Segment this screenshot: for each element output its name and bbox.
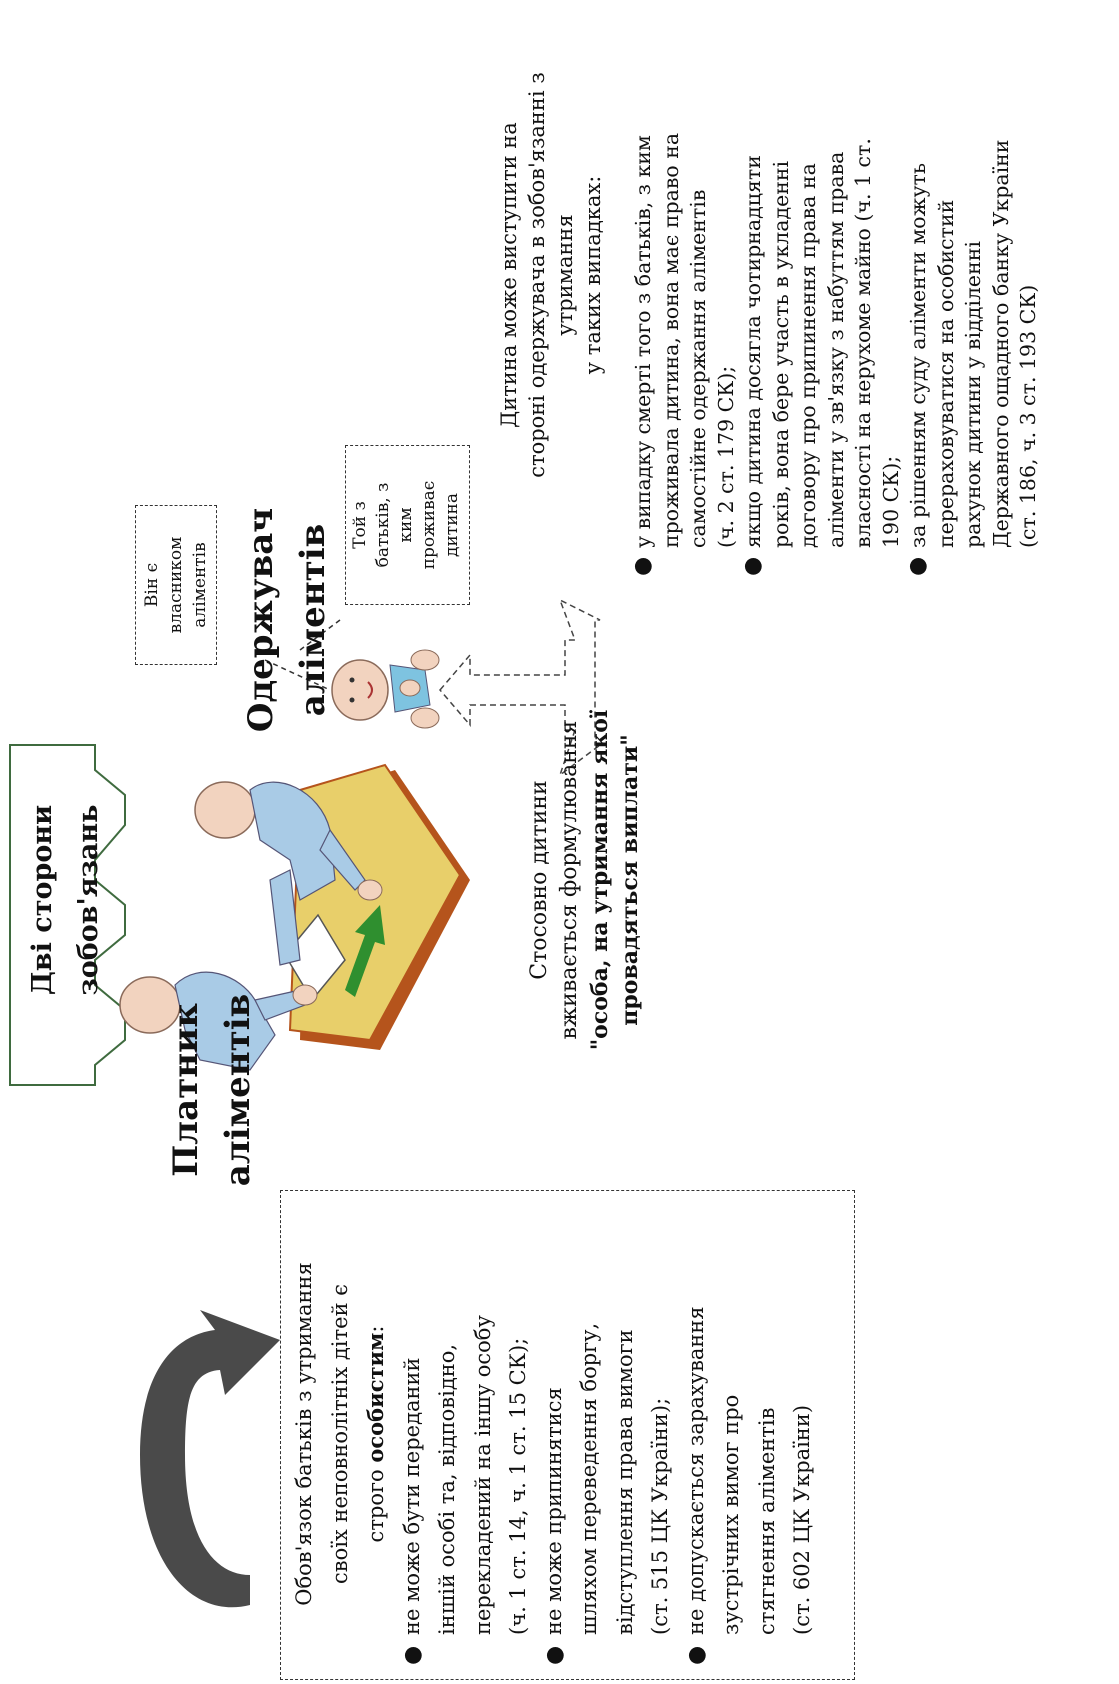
curved-arrow-icon — [140, 1310, 280, 1608]
child-case-2-line-2: років, вона бере участь в укладенні — [768, 160, 793, 548]
obligation-item-1-line-3: перекладений на іншу особу — [470, 1315, 495, 1635]
child-case-3-line-5: (ст. 186, ч. 3 ст. 193 СК) — [1016, 284, 1040, 548]
obligation-item-2-line-1: не може припинятися — [541, 1387, 566, 1635]
child-note-line-4: провадяться виплати" — [617, 734, 643, 1026]
child-case-1-line-4: (ч. 2 ст. 179 СК); — [713, 365, 738, 548]
child-cases-heading: Дитина може виступити на стороні одержув… — [495, 10, 607, 540]
payer-label: Платник аліментів — [160, 980, 264, 1200]
child-case-2-line-1: якщо дитина досягла чотирнадцяти — [741, 155, 765, 548]
child-case-3-line-1: за рішенням суду аліменти можуть — [906, 162, 930, 548]
desk-scene — [119, 763, 470, 1071]
obligation-intro: Обов'язок батьків з утримання своїх непо… — [287, 1199, 395, 1669]
callout-parent-line-1: Той з — [350, 501, 370, 549]
child-case-3-line-2: перераховуватися на особистий — [933, 199, 958, 548]
recipient-line-1: Одержувач — [241, 507, 281, 733]
double-arrow-icon — [439, 598, 603, 778]
obligation-item-3-line-3: стягнення аліментів — [754, 1407, 779, 1635]
child-note-line-1: Стосовно дитини — [527, 780, 552, 980]
obligation-box: Обов'язок батьків з утримання своїх непо… — [280, 1190, 855, 1680]
child-case-1-line-2: проживала дитина, вона має право на — [658, 132, 683, 548]
child-case-3-line-3: рахунок дитини у відділенні — [961, 241, 985, 548]
recipient-label: Одержувач аліментів — [235, 505, 339, 735]
callout-owner-line-3: аліментів — [190, 542, 210, 628]
desk-arrow-icon — [345, 905, 385, 997]
obligation-intro-suffix: : — [364, 1325, 388, 1333]
child-case-2-line-6: 190 СК); — [878, 455, 903, 548]
child-case-2-line-3: договору про припинення права на — [796, 163, 820, 548]
child-case-1-line-3: самостійне одержання аліментів — [686, 189, 710, 548]
obligation-item-2-line-3: відступлення права вимоги — [612, 1329, 637, 1635]
callout-parent: Той з батьків, з ким проживає дитина — [345, 445, 470, 605]
obligation-intro-line-2: своїх неповнолітніх дітей є — [327, 1283, 352, 1585]
callout-parent-line-3: ким — [396, 507, 416, 543]
child-case-3-line-4: Державного ощадного банку України — [988, 139, 1013, 548]
bullet-icon: ● — [630, 556, 655, 576]
obligation-item: ● не допускається зарахування зустрічних… — [679, 1199, 821, 1669]
child-case-item: ● у випадку смерті того з батьків, з ким… — [630, 5, 740, 580]
obligation-intro-bold: особистим — [363, 1332, 388, 1463]
child-cases-list: ● у випадку смерті того з батьків, з ким… — [630, 5, 1043, 580]
callout-owner: Він є власником аліментів — [135, 505, 217, 665]
title-line-1: Дві сторони — [27, 804, 58, 996]
bullet-icon: ● — [399, 1645, 425, 1665]
child-cases-heading-line-1: Дитина може виступити на — [497, 122, 521, 428]
callout-owner-line-2: власником — [166, 536, 186, 634]
obligation-item-3-line-2: зустрічних вимог про — [719, 1394, 743, 1635]
obligation-item-2-line-2: шляхом переведення боргу, — [577, 1322, 601, 1635]
obligation-item: ● не може припинятися шляхом переведення… — [537, 1199, 679, 1669]
connector-owner — [264, 659, 331, 691]
obligation-item-3-line-4: (ст. 602 ЦК України) — [790, 1404, 814, 1635]
child-case-2-line-5: власності на нерухоме майно (ч. 1 ст. — [851, 138, 875, 548]
child-cases-heading-line-3: утримання — [553, 214, 577, 336]
person-top-icon — [194, 781, 383, 966]
callout-parent-line-5: дитина — [442, 493, 462, 557]
obligation-intro-line-3: строго особистим: — [358, 1199, 395, 1669]
obligation-item-3-line-1: не допускається зарахування — [683, 1306, 708, 1635]
callout-parent-line-2: батьків, з — [373, 482, 393, 568]
payer-line-1: Платник — [166, 1003, 206, 1177]
obligation-item-1-line-4: (ч. 1 ст. 14, ч. 1 ст. 15 СК); — [506, 1337, 530, 1635]
child-cases-heading-line-2: стороні одержувача в зобов'язанні з — [525, 72, 549, 478]
obligation-intro-prefix: строго — [364, 1462, 388, 1543]
title-line-2: зобов'язань — [73, 804, 104, 996]
bullet-icon: ● — [905, 556, 930, 576]
callout-owner-line-1: Він є — [142, 562, 162, 608]
child-case-item: ● якщо дитина досягла чотирнадцяти років… — [740, 5, 905, 580]
person-bottom-icon — [119, 971, 318, 1071]
baby-icon — [331, 649, 440, 729]
child-case-1-line-1: у випадку смерті того з батьків, з ким — [631, 135, 655, 548]
child-case-item: ● за рішенням суду аліменти можуть перер… — [905, 5, 1043, 580]
obligation-item-2-line-4: (ст. 515 ЦК України); — [648, 1397, 672, 1635]
obligation-item-1-line-2: іншій особі та, відповідно, — [435, 1343, 459, 1635]
title-label: Дві сторони зобов'язань — [20, 760, 112, 1040]
child-note: Стосовно дитини вживається формулювання … — [525, 650, 645, 1110]
bullet-icon: ● — [683, 1645, 709, 1665]
obligation-item: ● не може бути переданий іншій особі та,… — [395, 1199, 537, 1669]
child-note-line-3: "особа, на утримання якої — [587, 709, 613, 1051]
child-case-2-line-4: аліменти у зв'язку з набуттям права — [823, 151, 848, 548]
child-note-line-2: вживається формулювання — [557, 720, 582, 1040]
obligation-item-1-line-1: не може бути переданий — [399, 1357, 424, 1635]
child-cases-heading-line-4: у таких випадках: — [581, 175, 605, 375]
bullet-icon: ● — [740, 556, 765, 576]
callout-parent-line-4: проживає — [419, 480, 439, 570]
title-frame — [9, 744, 126, 1086]
recipient-line-2: аліментів — [293, 523, 333, 717]
payer-line-2: аліментів — [218, 993, 258, 1187]
obligation-intro-line-1: Обов'язок батьків з утримання — [292, 1262, 316, 1606]
bullet-icon: ● — [541, 1645, 567, 1665]
